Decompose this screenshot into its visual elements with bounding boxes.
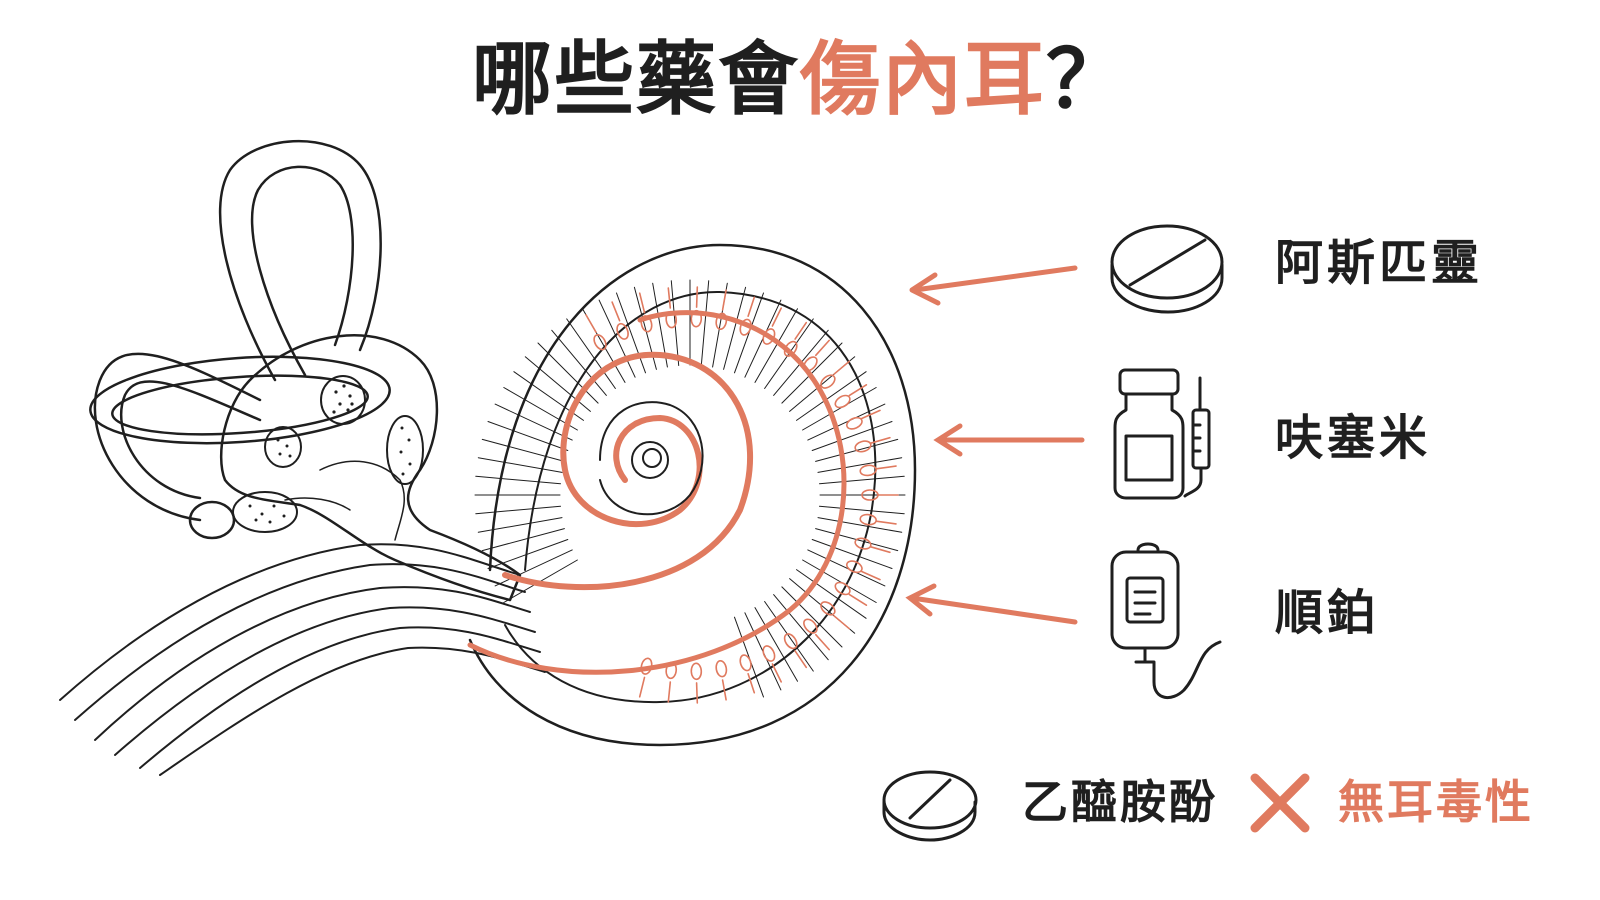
hair-cell [859,464,897,477]
arrow-3 [909,595,1078,625]
hair-cell [859,513,897,526]
cochlea-tick [566,318,616,389]
hair-cell [638,292,653,333]
hair-cell [846,409,881,430]
cochlea-tick [475,505,561,515]
cochlea-tick [494,549,573,587]
cochlea-tick [807,403,886,441]
iv-bag-icon [1110,542,1222,699]
vial-syringe-icon [1113,368,1211,500]
cochlea-tick [551,329,607,396]
cochlea-tick [817,457,903,473]
arrows [905,265,1085,625]
cochlea-tick [811,539,893,569]
cochlea-tick [477,517,563,533]
auditory-nerve [59,543,546,776]
cochlea-tick [781,586,843,648]
title-part-1: 哪些藥會 [472,33,800,126]
basilar-membrane [502,351,753,591]
cochlea-tick [796,569,867,619]
hair-cell [861,489,899,501]
cochlea-tick [524,356,591,412]
hair-cell [783,321,808,357]
title-part-3: ？ [1046,33,1128,126]
semicircular-canals [89,139,391,540]
safe-status-label: 無耳毒性 [1338,775,1534,829]
hair-cell [834,383,868,409]
hair-cell [611,301,629,340]
cochlea-tick [487,421,569,451]
arrow-1 [912,265,1078,293]
safe-pill-icon [882,770,978,842]
cochlea-tick [616,292,646,374]
hair-cell [638,657,653,698]
hair-cell [715,659,728,701]
cochlea-tick [819,475,905,485]
hair-cell [846,560,881,581]
hair-cell [762,645,783,683]
hair-cell [803,339,831,372]
cochlea-tick [819,505,905,515]
hair-cell [820,360,851,389]
cochlea-tick [477,457,563,473]
hair-cell [585,314,607,351]
title-part-2: 傷內耳 [800,33,1046,126]
cochlea-tick [807,549,886,587]
drug-label-aspirin: 阿斯匹靈 [1275,235,1484,291]
hair-cell [854,537,891,554]
cochlea-tick [598,299,636,378]
cochlea-tick [723,286,747,370]
hair-cell [834,581,868,607]
cochlea-tick [481,438,565,462]
hair-cell [783,633,808,669]
hair-cells [585,286,899,704]
cochlea-tick [494,403,573,441]
cochlea-tick [537,342,599,404]
cochlea-tick [817,517,903,533]
hair-cell [739,296,756,336]
hair-cell [690,662,703,704]
x-mark-icon [1250,773,1310,833]
drug-label-furosemide: 呋塞米 [1275,410,1432,466]
drug-label-cisplatin: 順鉑 [1275,585,1380,641]
vestibule [219,334,522,602]
cochlea-tick [754,607,798,682]
cochlea-tick [764,601,814,672]
cochlea-tick [796,371,867,421]
hair-cell [715,289,728,331]
hair-cell [762,307,783,345]
hair-cell [739,654,756,694]
cochlea-tick [700,280,710,366]
hair-cell [820,601,851,630]
cochlea-tick [754,308,798,383]
hair-cell [690,286,703,328]
cochlea-tick [802,559,877,603]
cochlea-tick [811,421,893,451]
cochlea-tick [670,280,680,366]
cochlea-tick [802,387,877,431]
hair-cell [665,661,678,703]
cochlea-tick [487,539,569,569]
cochlea-tick [481,528,565,552]
pill-icon [1110,224,1224,314]
cochlea-tick [475,475,561,485]
page-title: 哪些藥會傷內耳？ [0,30,1600,130]
hair-cell [854,436,891,453]
cochlea [467,243,917,747]
safe-drug-label: 乙醯胺酚 [1022,775,1218,829]
hair-cell [665,287,678,329]
cochlea-tick [773,594,829,661]
maculae [232,375,424,533]
hair-cell [803,618,831,651]
